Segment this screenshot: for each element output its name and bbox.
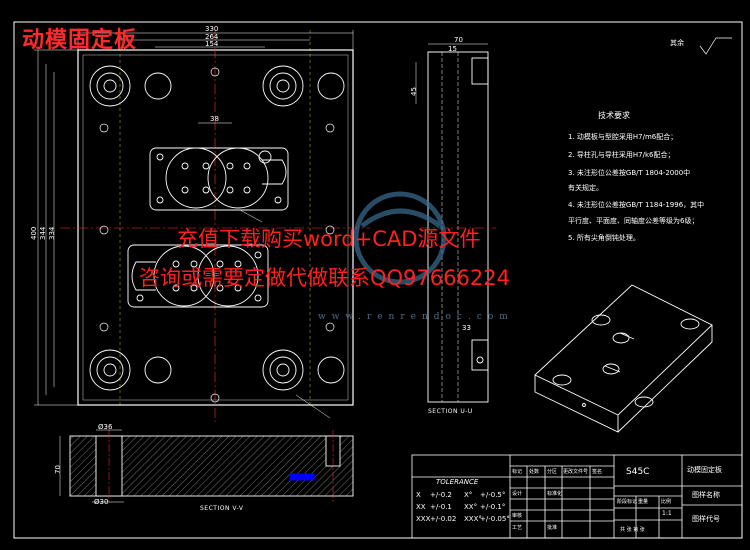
tech-note: 4. 未注形位公差按GB/T 1184-1996，其中: [568, 201, 705, 209]
section-vv-label: SECTION V-V: [200, 505, 244, 512]
dim-38: 38: [210, 115, 219, 123]
sign-cell: 签名: [592, 469, 603, 475]
dim-33: 33: [462, 324, 471, 332]
drawing-code-cell: 图样代号: [692, 515, 720, 523]
upper-cavity: [149, 147, 289, 211]
mark-cell: 标记: [512, 469, 523, 475]
qty-cell: 处数: [529, 469, 540, 475]
plan-view: [60, 30, 370, 422]
design-cell: 设计: [512, 491, 523, 497]
dim-400: 400: [30, 226, 38, 240]
zone-cell: 分区: [547, 469, 558, 475]
tech-note: 2. 导柱孔与导柱采用H7/k6配合；: [568, 151, 675, 159]
part-name-cell: 动模固定板: [687, 466, 722, 474]
dim-344: 344: [39, 226, 47, 240]
std-cell: 标准化: [547, 491, 563, 497]
tol-cell: +/-0.5°: [480, 491, 506, 499]
tolerance-header: TOLERANCE: [436, 478, 479, 486]
tol-cell: XXX°: [464, 515, 482, 523]
guide-pillar-holes: [89, 65, 345, 391]
dim-70-vv: 70: [54, 465, 62, 474]
audit-cell: 审核: [512, 513, 523, 519]
section-uu-label: SECTION U-U: [428, 408, 473, 415]
drawing-frame: [13, 21, 743, 539]
ratio-cell: 比例: [661, 499, 672, 505]
tol-cell: +/-0.2: [430, 491, 452, 499]
material-cell: S45C: [626, 467, 650, 477]
dim-45: 45: [410, 87, 418, 96]
surface-finish-symbol: [699, 37, 732, 55]
scale-cell: 1:1: [662, 510, 672, 517]
isometric-view: [534, 284, 713, 433]
tech-note: 1. 动模板与型腔采用H7/m6配合；: [568, 133, 678, 141]
watermark-logo: [353, 191, 447, 285]
watermark-line-2: 咨询或需要定做代做联系QQ97666224: [139, 266, 510, 290]
drawing-title: 动模固定板: [22, 28, 138, 53]
approve-cell: 批准: [547, 525, 558, 531]
stage-cell: 阶段标记: [617, 499, 638, 505]
plate-outline: [77, 49, 354, 406]
title-block: [411, 454, 743, 539]
section-vv-view: [59, 429, 354, 503]
tol-cell: +/-0.1°: [480, 503, 506, 511]
watermark-url: www.renrendoc.com: [318, 312, 514, 322]
sheet-cell: 共 张 第 张: [620, 527, 645, 533]
doc-cell: 更改文件号: [563, 469, 589, 475]
tech-note: 5. 所有尖角倒钝处理。: [568, 234, 640, 242]
dim-330: 330: [205, 25, 219, 33]
dim-70: 70: [454, 36, 463, 44]
weight-cell: 重量: [638, 499, 649, 505]
tol-cell: XX°: [464, 503, 478, 511]
tech-notes-title: 技术要求: [598, 111, 630, 120]
lower-cavity: [127, 244, 269, 308]
watermark-line-1: 充值下载购买word+CAD源文件: [177, 227, 481, 251]
dim-36: Ø36: [98, 423, 113, 431]
craft-cell: 工艺: [512, 525, 523, 531]
dim-264: 264: [205, 33, 219, 41]
tol-cell: +/-0.1: [430, 503, 452, 511]
dimension-lines: [34, 30, 354, 419]
dim-334: 334: [48, 226, 56, 240]
dim-15: 15: [448, 45, 457, 53]
tol-cell: XX: [416, 503, 426, 511]
dim-30: Ø30: [94, 498, 109, 506]
tol-cell: +/-0.05°: [480, 515, 510, 523]
tech-note: 平行度、平面度、同轴度公差等级为6级；: [568, 217, 699, 225]
tol-cell: X: [416, 491, 421, 499]
tech-note: 3. 未注形位公差按GB/T 1804-2000中: [568, 169, 691, 177]
tol-cell: XXX: [416, 515, 431, 523]
dim-154: 154: [205, 40, 219, 48]
surface-note: 其余: [670, 39, 684, 47]
drawing-name-cell: 图样名称: [692, 491, 720, 499]
tol-cell: +/-0.02: [430, 515, 457, 523]
tol-cell: X°: [464, 491, 473, 499]
screw-holes: [99, 67, 335, 403]
tech-note: 有关规定。: [568, 184, 603, 192]
